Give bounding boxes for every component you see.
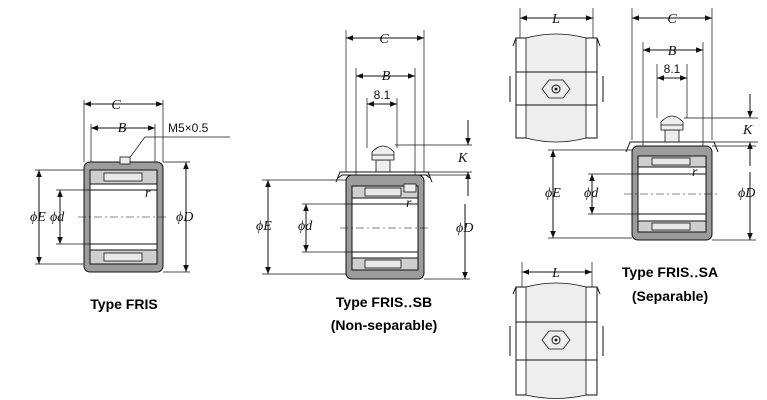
fris-sb-label-k: K xyxy=(457,151,468,166)
fris-sa-drawing: C B 8.1 r K ϕE xyxy=(545,8,758,241)
fris-caption: Type FRIS xyxy=(90,296,157,312)
fris-sa-label-c: C xyxy=(667,12,677,27)
fris-label-c: C xyxy=(111,98,121,113)
fris-sa-top-view-lower: L xyxy=(509,262,604,399)
fris-sb-label-81: 8.1 xyxy=(374,88,391,102)
fris-label-phie: ϕE xyxy=(30,210,46,225)
fris-label-thread: M5×0.5 xyxy=(168,121,209,135)
fris-sb-label-r: r xyxy=(406,196,412,211)
fris-sa-caption: Type FRIS‥SA xyxy=(622,264,718,280)
fris-label-r: r xyxy=(145,186,151,201)
fris-sa-nipple xyxy=(660,115,684,131)
fris-sb-label-phie: ϕE xyxy=(256,219,272,234)
fris-sa-subcaption: (Separable) xyxy=(632,288,708,304)
sa-upper-label-l: L xyxy=(551,12,560,27)
fris-sa-label-phid-outer: ϕD xyxy=(738,186,755,201)
fris-sb-caption: Type FRIS‥SB xyxy=(336,294,432,310)
fris-sb-label-c: C xyxy=(379,32,389,47)
fris-sb-drawing: C B 8.1 r K xyxy=(256,30,473,280)
fris-sa-label-r: r xyxy=(692,165,698,180)
fris-sa-label-phie: ϕE xyxy=(545,186,561,201)
fris-sb-label-b: B xyxy=(382,69,391,84)
fris-label-phid: ϕd xyxy=(50,210,65,225)
fris-sb-label-phid-outer: ϕD xyxy=(456,221,473,236)
fris-sb-subcaption: (Non-separable) xyxy=(331,317,438,333)
fris-sb-label-phid: ϕd xyxy=(298,219,313,234)
sa-lower-label-l: L xyxy=(551,266,560,281)
fris-sa-label-phid: ϕd xyxy=(584,186,599,201)
fris-sb-band xyxy=(335,171,433,183)
fris-label-phid-outer: ϕD xyxy=(176,210,193,225)
fris-sa-label-81: 8.1 xyxy=(664,62,681,76)
fris-sa-label-k: K xyxy=(742,123,753,138)
fris-sb-nipple-base xyxy=(375,159,391,173)
fris-drawing: C B M5×0.5 r ϕE ϕd ϕD xyxy=(30,98,230,273)
fris-label-b: B xyxy=(118,121,127,136)
fris-sa-top-view-upper: L xyxy=(509,8,604,143)
fris-sa-label-b: B xyxy=(668,44,677,59)
